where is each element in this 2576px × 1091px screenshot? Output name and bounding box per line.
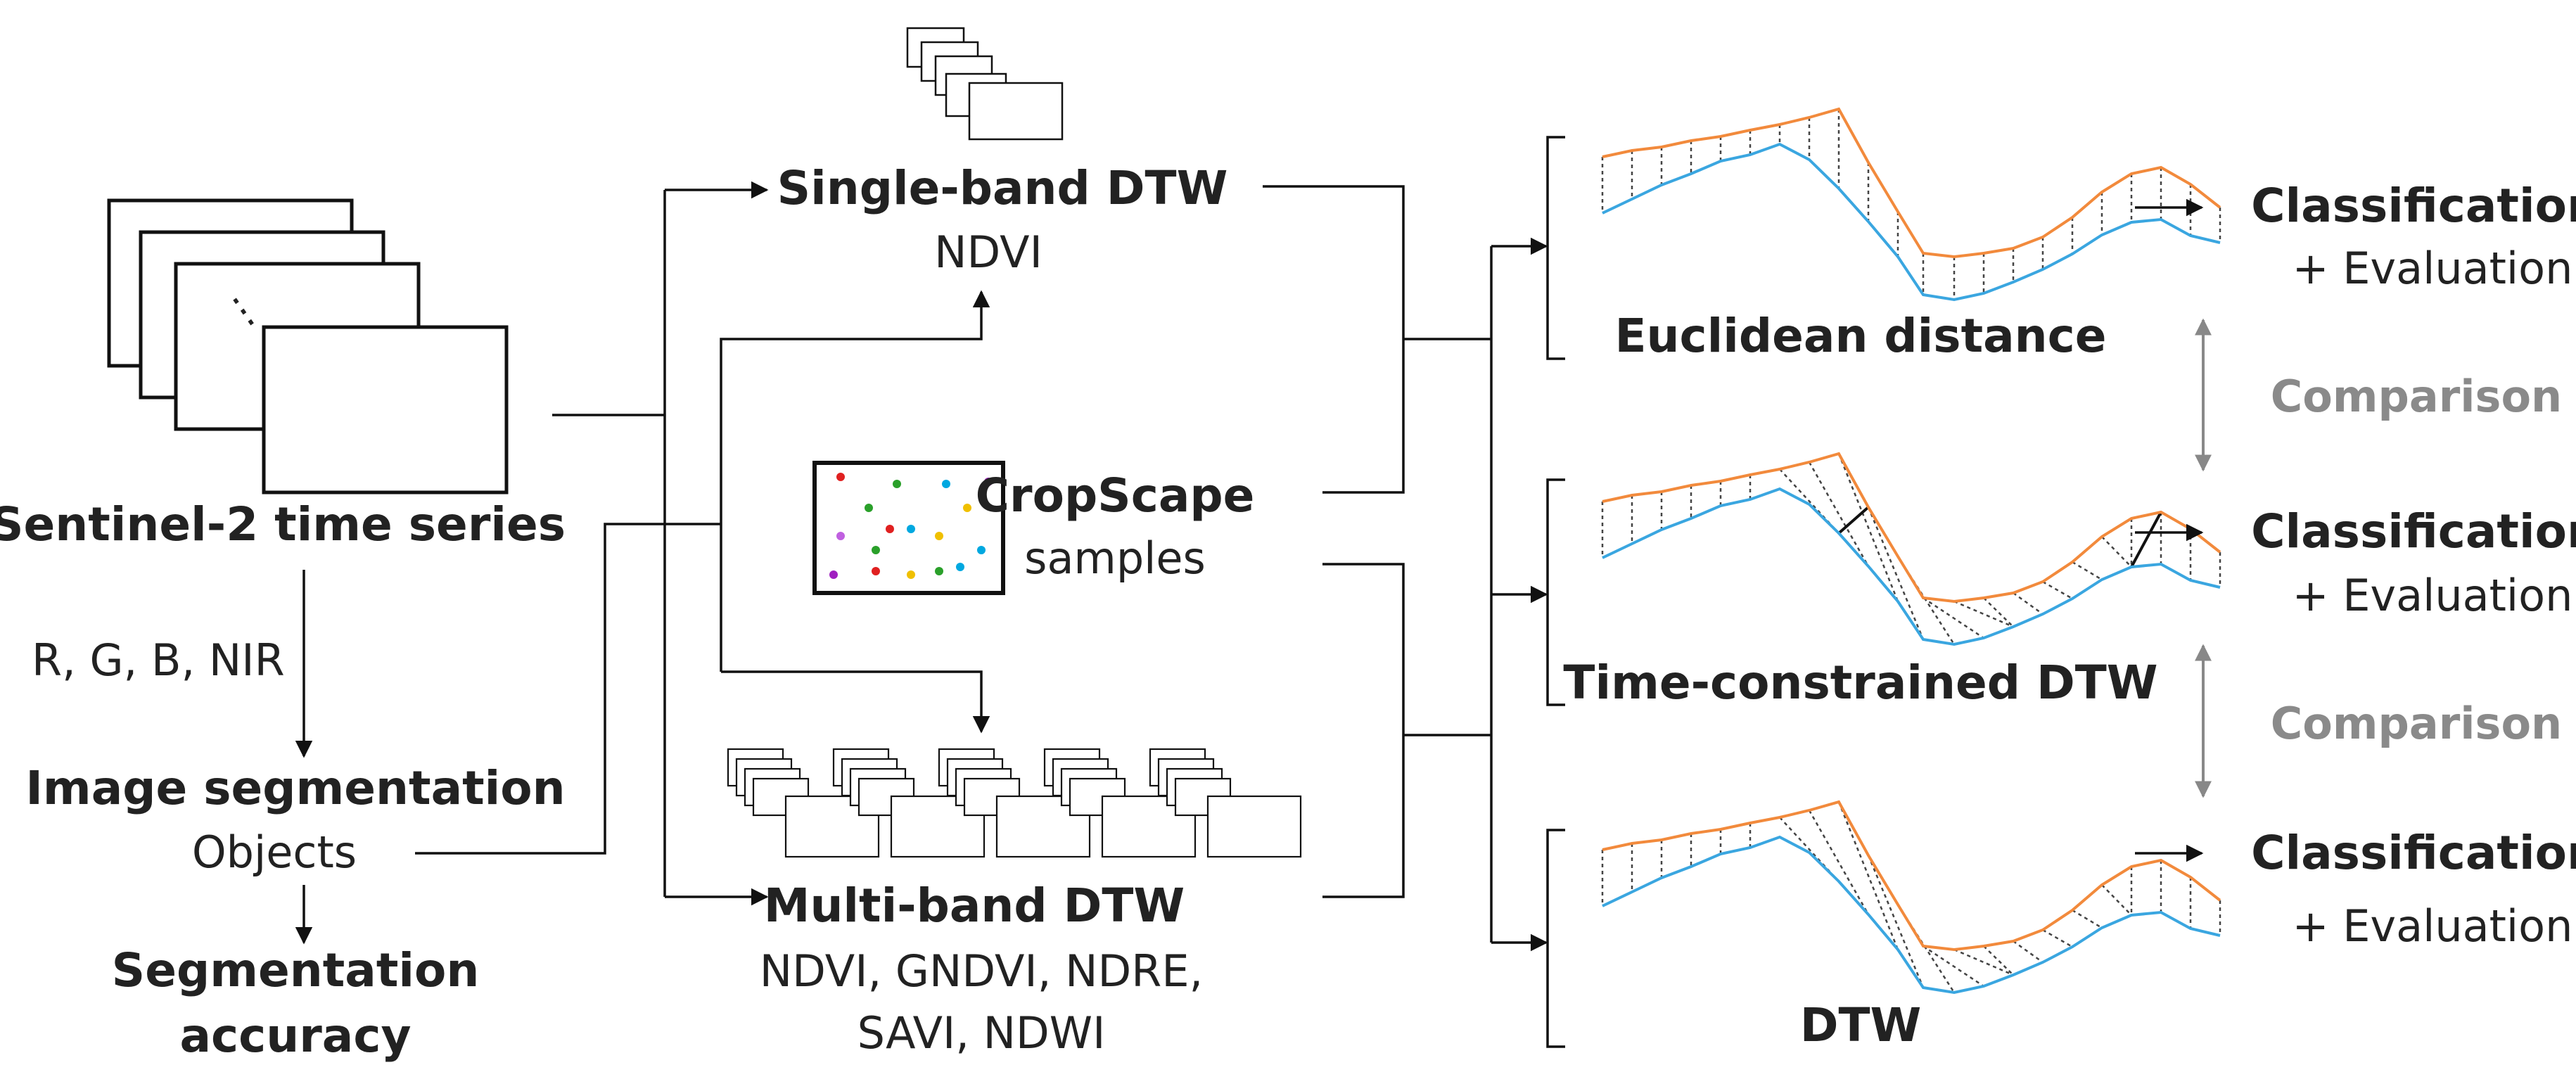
alignment-link: [2042, 929, 2073, 948]
connectors-right: [1263, 185, 1548, 952]
segmentation-title: Image segmentation: [25, 761, 565, 815]
alignment-link: [1808, 810, 1870, 915]
classification-3: Classification: [2251, 826, 2576, 880]
multi-band-line1: NDVI, GNDVI, NDRE,: [760, 945, 1203, 997]
bottom-series-line: [1602, 835, 2221, 995]
bottom-series-line: [1602, 142, 2221, 302]
sample-dot: [836, 532, 845, 540]
comparison-label-2: Comparison: [2271, 698, 2562, 749]
objects-label: Objects: [192, 827, 357, 878]
multi-band-title: Multi-band DTW: [764, 879, 1185, 933]
sample-dot: [836, 473, 845, 481]
time-constrained-dtw-curves: [1601, 452, 2221, 646]
alignment-link: [1867, 855, 1925, 988]
sample-dot: [872, 567, 880, 575]
evaluation-2: + Evaluation: [2293, 570, 2573, 621]
sample-dot: [977, 546, 986, 554]
alignment-link: [1923, 596, 1984, 639]
sentinel-image-stack: ⋮: [107, 198, 509, 495]
alignment-link: [1837, 453, 1899, 602]
classification-1: Classification: [2251, 179, 2576, 233]
alignment-link: [1837, 801, 1899, 950]
dtw-curves: [1601, 800, 2221, 995]
sentinel-title: Sentinel-2 time series: [0, 497, 566, 551]
segmentation-accuracy-line1: Segmentation: [112, 943, 480, 997]
alignment-link: [2072, 909, 2103, 929]
evaluation-1: + Evaluation: [2293, 243, 2573, 294]
cropscape-sample-map: [812, 461, 1005, 595]
sample-dot: [984, 478, 993, 486]
sample-dot: [907, 525, 915, 533]
alignment-link: [1808, 461, 1870, 567]
sample-dot: [865, 504, 873, 512]
alignment-link: [1983, 597, 2014, 627]
classification-2: Classification: [2251, 504, 2576, 559]
stack-frame: [1206, 795, 1302, 858]
sample-dot: [935, 532, 943, 540]
alignment-link: [2072, 561, 2103, 581]
constraint-link: [1837, 506, 1870, 535]
alignment-link: [1983, 945, 2014, 976]
segmentation-accuracy-line2: accuracy: [179, 1009, 411, 1063]
method-brackets: [1546, 136, 1565, 1048]
single-band-title: Single-band DTW: [777, 161, 1228, 215]
sample-dot: [893, 480, 901, 488]
alignment-link: [2042, 580, 2073, 600]
method-label-euclidean: Euclidean distance: [1614, 309, 2106, 363]
method-label-dtw: DTW: [1800, 998, 1922, 1052]
sample-dots: [829, 473, 993, 579]
bottom-series-line: [1602, 487, 2221, 646]
single-band-stack-icon: [906, 27, 1064, 141]
multi-band-line2: SAVI, NDWI: [857, 1007, 1106, 1059]
cropscape-title: CropScape: [976, 468, 1255, 523]
constraint-link: [2130, 511, 2162, 568]
top-series-line: [1602, 800, 2221, 952]
sample-dot: [907, 570, 915, 579]
alignment-link: [1867, 506, 1925, 640]
evaluation-3: + Evaluation: [2293, 900, 2573, 952]
comparison-label-1: Comparison: [2271, 371, 2562, 422]
alignment-link: [2013, 940, 2043, 964]
sample-dot: [886, 525, 894, 533]
bands-label: R, G, B, NIR: [32, 634, 285, 686]
multi-band-stack-icon: [727, 748, 1302, 858]
sample-dot: [935, 567, 943, 575]
sample-dot: [829, 570, 838, 579]
sample-dot: [963, 504, 971, 512]
alignment-link: [2013, 592, 2043, 615]
sample-dot: [872, 546, 880, 554]
sample-dot: [942, 480, 950, 488]
connectors-left: [415, 181, 990, 906]
alignment-link: [1923, 945, 1984, 988]
alignment-link: [2101, 884, 2132, 916]
top-series-line: [1602, 452, 2221, 604]
alignment-link: [1953, 948, 2014, 976]
top-series-line: [1602, 107, 2221, 259]
alignment-link: [2101, 536, 2132, 568]
cropscape-sub: samples: [1024, 532, 1206, 584]
sample-dot: [956, 563, 964, 571]
single-band-index: NDVI: [934, 227, 1042, 278]
method-label-tcdtw: Time-constrained DTW: [1563, 656, 2157, 710]
euclidean-curves: [1601, 107, 2221, 302]
alignment-link: [1953, 600, 2014, 628]
